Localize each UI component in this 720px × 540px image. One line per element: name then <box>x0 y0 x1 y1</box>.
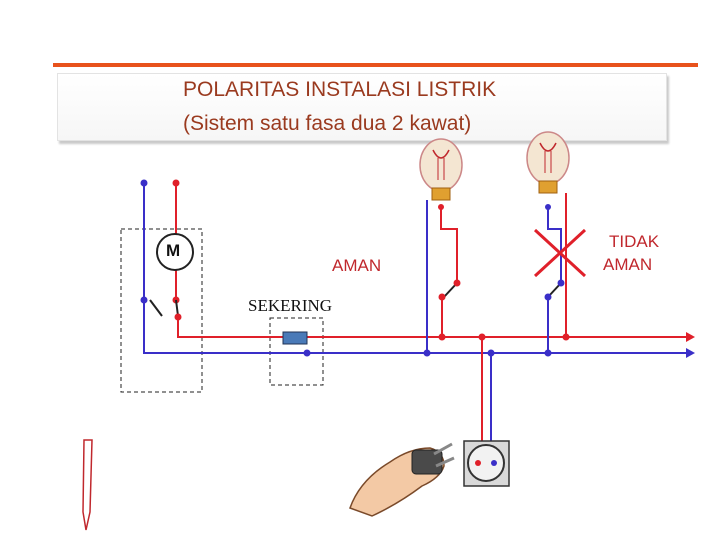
main-switch-box <box>120 228 203 393</box>
main-switch-blade-phase <box>175 299 179 317</box>
tidak-aman-label-line2: AMAN <box>603 255 653 274</box>
sekering-label: SEKERING <box>248 296 333 315</box>
cross-mark-icon <box>533 228 587 278</box>
main-switch-blade-neutral <box>149 299 163 317</box>
light-bulb-icon <box>419 138 463 201</box>
bulb2-neutral-wire <box>547 207 562 283</box>
accent-top-line <box>53 63 698 67</box>
phase-bus <box>177 317 686 338</box>
hand-with-plug-icon <box>349 442 455 517</box>
tidak-aman-label-line1: TIDAK <box>609 232 660 251</box>
slide-subtitle: (Sistem satu fasa dua 2 kawat) <box>183 112 472 135</box>
slide-title: POLARITAS INSTALASI LISTRIK <box>183 78 497 101</box>
neutral-bus <box>143 300 686 354</box>
motor-icon <box>156 233 194 271</box>
fuse-element <box>282 331 308 345</box>
bulb1-phase-wire <box>440 207 458 283</box>
motor-label: M <box>166 241 181 260</box>
screwdriver-icon <box>82 439 93 531</box>
aman-label: AMAN <box>332 256 382 275</box>
title-box <box>57 73 667 141</box>
wall-socket-icon <box>463 440 510 487</box>
fuse-box <box>269 317 324 386</box>
light-bulb-icon <box>526 131 570 194</box>
